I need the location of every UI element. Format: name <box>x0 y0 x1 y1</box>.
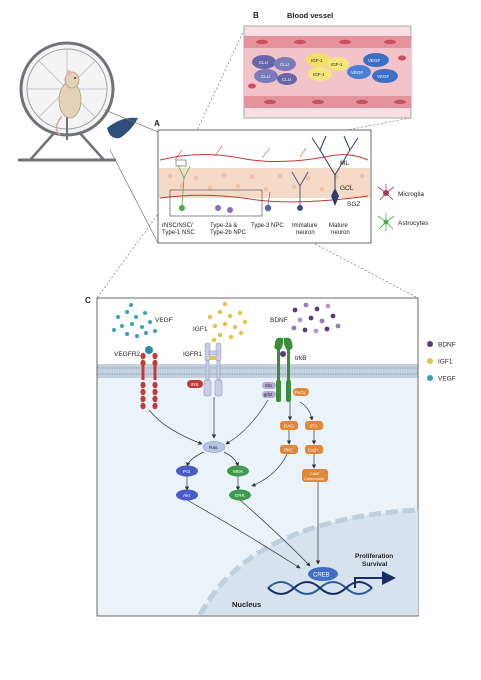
cell-membrane <box>97 364 418 378</box>
microglia-label: Microglia <box>398 191 424 198</box>
vegfr2-label: VEGFR2 <box>114 351 140 358</box>
legend: BDNF IGF1 VEGF <box>427 341 456 383</box>
rat-icon <box>55 70 82 136</box>
clu-label: CLU <box>282 77 291 82</box>
dag-node: DAG <box>280 421 298 430</box>
vegf-ligand-label: VEGF <box>155 317 173 324</box>
shc-label: Shc <box>265 383 272 388</box>
legend-igf1-swatch <box>427 358 433 364</box>
transcription-arrow-icon <box>354 571 396 588</box>
dna-helix-icon <box>267 581 373 595</box>
blood-vessel-title: Blood vessel <box>287 11 333 20</box>
clu-label: CLU <box>259 60 268 65</box>
layer-gcl-label: GCL <box>340 185 354 192</box>
outcome-survival: Survival <box>362 561 387 568</box>
grb2-label: grb2 <box>264 392 273 397</box>
irs-label: IRS <box>191 382 199 387</box>
erk-label: ERK <box>235 493 246 499</box>
igf-cells: IGF-1 IGF-1 IGF-1 <box>306 53 349 81</box>
immature-neuron-label-2: neuron <box>296 230 315 236</box>
mek-label: MEK <box>233 469 244 475</box>
dentate-gyrus-illustration <box>159 135 370 217</box>
shc-adaptor: Shc <box>262 382 276 389</box>
pathway-arrows <box>148 397 321 569</box>
vegf-label: VEGF <box>351 70 364 75</box>
vegf-label: VEGF <box>368 58 381 63</box>
bdnf-ligand-label: BDNF <box>270 317 288 324</box>
clu-label: CLU <box>261 74 270 79</box>
ca-node: Ca2+ <box>305 445 323 454</box>
nucleus-label: Nucleus <box>232 600 261 609</box>
vegfr2-receptor-icon <box>140 346 158 410</box>
plcg-adaptor: PLCγ <box>293 388 309 396</box>
trkb-receptor-icon <box>274 337 293 402</box>
nsc-label-2: Type-1 NSC <box>162 230 195 236</box>
mature-neuron-label-2: neuron <box>331 230 350 236</box>
clu-label: CLU <box>280 62 289 67</box>
type2-label-1: Type-2a & <box>210 223 237 229</box>
layer-sgz-label: SGZ <box>347 201 360 208</box>
ip3-node: IP3 <box>305 421 323 430</box>
clu-cells: CLU CLU CLU CLU <box>252 55 297 85</box>
trkb-label: trkB <box>295 355 307 362</box>
irs-adaptor: IRS <box>187 380 203 388</box>
igfr1-receptor-icon <box>203 342 223 397</box>
legend-vegf-label: VEGF <box>438 376 456 383</box>
pi3-node: PI3 <box>176 465 198 477</box>
legend-igf1-label: IGF1 <box>438 359 453 366</box>
pkc-node: PKC <box>280 445 298 454</box>
panel-label-c: C <box>85 296 91 305</box>
dag-label: DAG <box>284 424 294 429</box>
pi3-label: PI3 <box>183 469 191 475</box>
calmodulin-node: CaM/ Calmodulin <box>302 469 328 482</box>
igf-label: IGF-1 <box>331 62 343 67</box>
ras-label: Ras <box>209 445 218 451</box>
plcg-label: PLCγ <box>295 390 306 395</box>
microglia-icon <box>377 184 395 201</box>
vegf-label: VEGF <box>377 74 390 79</box>
ca-label: Ca2+ <box>308 448 319 453</box>
legend-bdnf-swatch <box>427 341 433 347</box>
astrocytes-icon <box>377 213 395 231</box>
bdnf-ligand-cloud <box>291 302 341 334</box>
akt-label: Akt <box>183 493 191 499</box>
hippocampus-icon <box>107 117 138 139</box>
nsc-label-1: rNSC/NSC/ <box>162 223 193 229</box>
mek-node: MEK <box>227 465 249 477</box>
creb-label: CREB <box>313 573 330 579</box>
panel-label-b: B <box>253 11 259 20</box>
astrocytes-label: Astrocytes <box>398 220 429 227</box>
akt-node: Akt <box>176 489 198 501</box>
immature-neuron-label-1: Immature <box>292 223 318 229</box>
legend-bdnf-label: BDNF <box>438 342 456 349</box>
pkc-label: PKC <box>284 448 294 453</box>
type2-label-2: Type-2b NPC <box>210 230 247 236</box>
type3-label: Type-3 NPC <box>251 223 284 229</box>
ras-node: Ras <box>202 441 226 453</box>
layer-ml-label: ML <box>340 160 349 167</box>
ip3-label: IP3 <box>310 424 317 429</box>
cam-label: CaM/ <box>310 471 320 476</box>
outcome-proliferation: Proliferation <box>355 553 393 560</box>
igf1-ligand-cloud <box>207 301 248 343</box>
vegf-cells: VEGF VEGF VEGF <box>347 53 398 83</box>
vegf-ligand-cloud <box>112 303 157 338</box>
mature-neuron-label-1: Mature <box>329 223 348 229</box>
igf-label: IGF-1 <box>311 58 323 63</box>
grb2-adaptor: grb2 <box>262 391 276 398</box>
igf-label: IGF-1 <box>313 72 325 77</box>
calmodulin-label: Calmodulin <box>304 476 324 481</box>
erk-node: ERK <box>229 489 251 501</box>
creb-node: CREB <box>308 567 338 581</box>
legend-vegf-swatch <box>427 375 433 381</box>
igf1-ligand-label: IGF1 <box>193 326 208 333</box>
panel-label-a: A <box>154 119 160 128</box>
igfr1-label: IGFR1 <box>183 351 203 358</box>
